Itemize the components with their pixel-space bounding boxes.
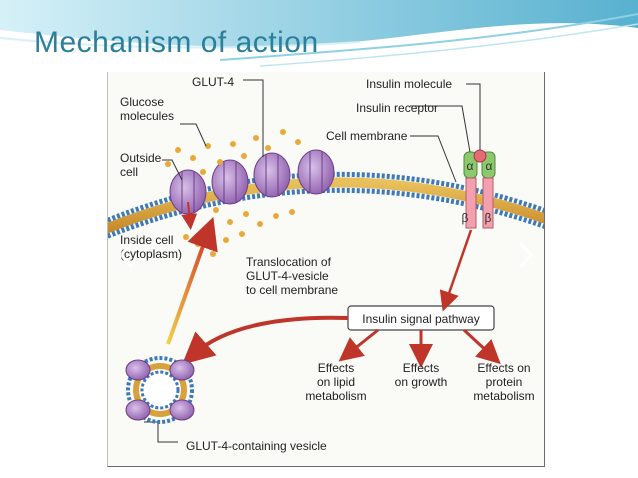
outside-label-1: Outside [120,151,162,165]
beta-subunit-label: β [462,211,469,225]
inside-label-2: (cytoplasm) [120,247,182,261]
alpha-subunit-label: α [467,159,474,173]
glut4-transporters [169,149,335,215]
diagram-canvas: α α β β GLUT-4 Glucose molecules Outside… [101,75,551,453]
glucose-label-1: Glucose [120,95,164,109]
insulin-molecule-shape [473,149,487,163]
translocation-label-2: GLUT-4-vesicle [246,269,329,283]
outside-label-2: cell [120,165,138,179]
chevron-right-icon [518,241,534,269]
alpha-subunit-label-2: α [486,159,493,173]
effect-lipid-1: Effects [318,361,354,375]
glut4-label: GLUT-4 [192,75,234,89]
effect-lipid-3: metabolism [305,389,366,403]
effect-growth-2: on growth [395,375,448,389]
effect-protein-3: metabolism [473,389,534,403]
effect-lipid-2: on lipid [317,375,355,389]
effect-protein-1: Effects on [477,361,530,375]
translocation-label-3: to cell membrane [246,283,338,297]
header-swoosh [0,0,638,67]
chevron-left-icon [118,241,134,269]
glucose-molecules [165,129,301,257]
inside-label-1: Inside cell [120,233,173,247]
mechanism-diagram: α α β β GLUT-4 Glucose molecules Outside… [101,72,551,467]
vesicle-label: GLUT-4-containing vesicle [186,439,327,453]
effect-growth-1: Effects [403,361,439,375]
slide-title: Mechanism of action [34,26,319,59]
insulin-receptor-label: Insulin receptor [356,101,438,115]
translocation-label-1: Translocation of [246,255,332,269]
signal-pathway-label: Insulin signal pathway [362,312,479,326]
beta-subunit-label-2: β [485,211,492,225]
leader-lines [144,79,481,443]
next-slide-button[interactable] [514,240,536,270]
insulin-molecule-label: Insulin molecule [366,77,452,91]
signal-pathway-box: Insulin signal pathway [347,305,495,331]
cell-membrane-label: Cell membrane [326,129,408,143]
effect-protein-2: protein [486,375,523,389]
pathway-arrows [166,216,501,368]
prev-slide-button[interactable] [116,240,138,270]
glucose-label-2: molecules [120,109,174,123]
glut4-vesicle [125,356,195,424]
